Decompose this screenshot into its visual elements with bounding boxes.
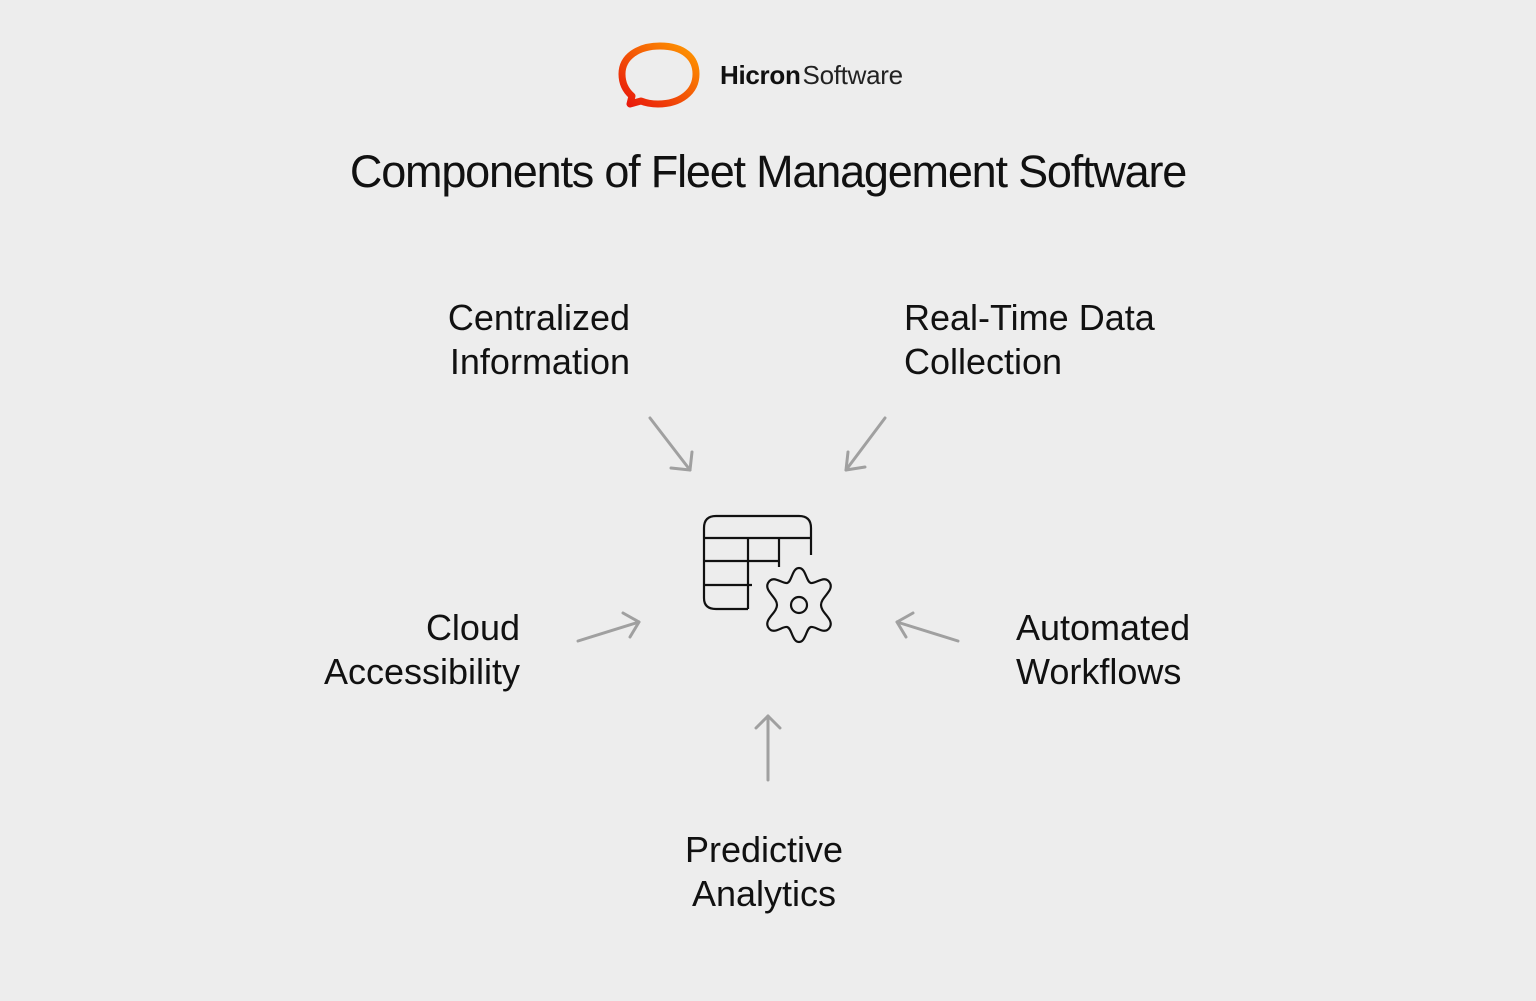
- component-label-line2: Information: [449, 341, 630, 382]
- component-label-line1: Centralized: [447, 297, 630, 338]
- component-label-line2: Collection: [904, 341, 1063, 382]
- hicron-logo: [618, 42, 702, 110]
- arrow-left-icon: [576, 611, 641, 643]
- component-label-line1: Real-Time Data: [904, 297, 1155, 338]
- component-label-line1: Predictive: [684, 829, 844, 870]
- diagram-title: Components of Fleet Management Software: [349, 146, 1187, 197]
- component-label-line1: Cloud: [425, 607, 520, 648]
- component-label-line2: Workflows: [1016, 651, 1182, 692]
- brand-name-light: Software: [802, 60, 904, 90]
- component-centralized-information: Centralized Information: [448, 296, 630, 384]
- brand-name-bold: Hicron: [720, 60, 801, 90]
- speech-bubble-ring-icon: [618, 42, 700, 108]
- table-with-gear-icon: [702, 514, 832, 644]
- component-label-line2: Analytics: [691, 873, 837, 914]
- arrow-top-right-icon: [844, 416, 887, 472]
- component-automated-workflows: Automated Workflows: [1016, 606, 1190, 694]
- brand-name: HicronSoftware: [720, 60, 903, 91]
- component-label-line1: Automated: [1016, 607, 1191, 648]
- arrow-top-left-icon: [648, 416, 694, 472]
- component-real-time-data-collection: Real-Time Data Collection: [904, 296, 1155, 384]
- component-cloud-accessibility: Cloud Accessibility: [324, 606, 520, 694]
- component-label-line2: Accessibility: [323, 651, 520, 692]
- arrow-right-icon: [895, 611, 960, 643]
- component-predictive-analytics: Predictive Analytics: [614, 828, 914, 916]
- arrow-bottom-icon: [754, 714, 782, 782]
